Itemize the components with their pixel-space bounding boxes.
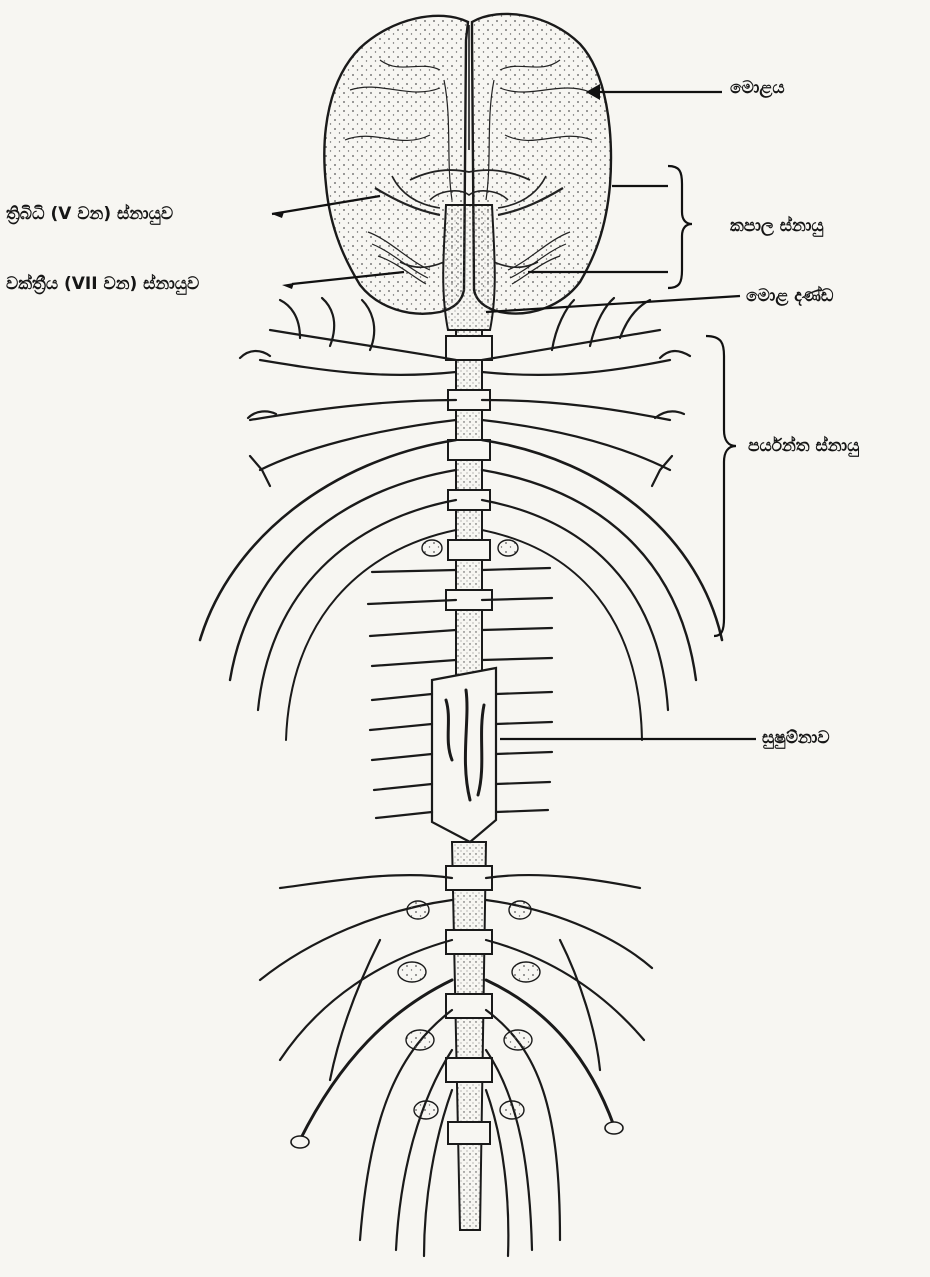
cranial-bracket	[668, 166, 692, 288]
label-facial-nerve: වක්ත්‍රීය (VII වන) ස්නායුව	[6, 276, 199, 293]
spinal-column	[432, 330, 496, 1230]
label-trigeminal-nerve: ත්‍රිබිධි (V වන) ස්නායුව	[6, 206, 173, 223]
arrow-head-facial	[282, 283, 294, 289]
label-peripheral-nerves: පර්යන්ත ස්නායු	[748, 438, 859, 455]
label-brain-stem: මොළ දණ්ඩ	[746, 288, 834, 305]
label-spinal-cord: සුෂුම්නාව	[762, 730, 830, 747]
label-cranial-nerves: කපාල ස්නායු	[730, 218, 824, 235]
peripheral-bracket	[706, 336, 736, 636]
label-brain: මොළය	[730, 80, 785, 97]
